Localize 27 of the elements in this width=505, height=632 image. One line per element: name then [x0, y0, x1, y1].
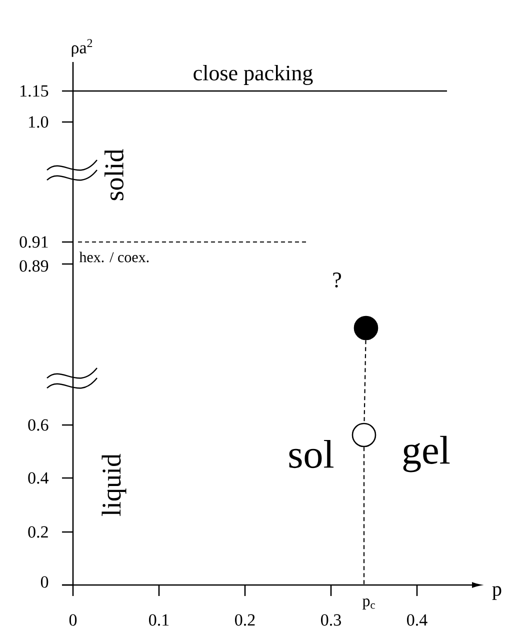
- tick-label: 0: [40, 576, 48, 588]
- tick-label: 0.89: [20, 260, 48, 272]
- tick-label: 1.0: [29, 116, 48, 128]
- dashed-line: [363, 447, 365, 585]
- tick-label: 0: [69, 614, 77, 626]
- question-mark: ?: [333, 272, 341, 288]
- tick-label: 0.4: [407, 614, 428, 626]
- open-circle: [352, 422, 376, 448]
- tick-label: 0.2: [28, 526, 48, 538]
- filled-dot: [354, 316, 378, 340]
- axis-label: ρa$^{2}$: [72, 39, 92, 57]
- tick-label: 1.15: [20, 85, 48, 97]
- region-label: hex. / coex.: [79, 252, 149, 262]
- tick-label: 0.2: [235, 614, 255, 626]
- tick-label: 0.3: [321, 614, 341, 626]
- region-label: gel: [403, 436, 450, 472]
- region-label: sol: [289, 440, 334, 468]
- region-label: liquid: [102, 454, 126, 516]
- tick-label: 0.4: [28, 472, 49, 484]
- axis-label: p: [492, 586, 502, 600]
- tick-label: 0.6: [28, 419, 48, 431]
- tick-label: 0.1: [149, 614, 169, 626]
- dashed-line: [364, 340, 366, 423]
- region-label: solid: [104, 149, 124, 200]
- point-label: p$_{c}$: [362, 598, 375, 610]
- tick-label: 0.91: [20, 236, 48, 248]
- region-label: close packing: [194, 65, 313, 86]
